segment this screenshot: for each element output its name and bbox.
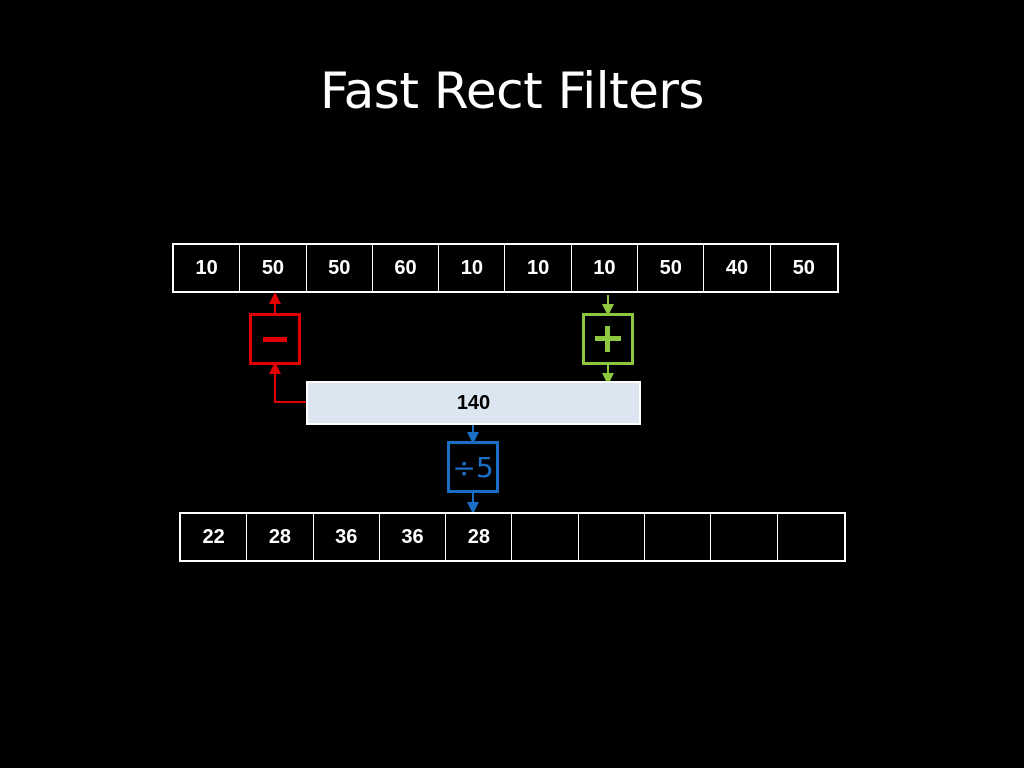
- output-cell: 36: [314, 514, 380, 560]
- output-cell: 22: [181, 514, 248, 560]
- plus-icon: [595, 326, 621, 352]
- input-array: 10 50 50 60 10 10 10 50 40 50: [172, 243, 839, 293]
- minus-icon: [263, 336, 287, 342]
- running-sum-bar: 140: [306, 381, 641, 425]
- input-cell: 40: [704, 245, 771, 291]
- divide-operator: ÷5: [447, 441, 499, 493]
- output-cell: [512, 514, 579, 560]
- output-cell: 28: [446, 514, 513, 560]
- output-cell: [579, 514, 646, 560]
- output-cell: [711, 514, 778, 560]
- input-cell: 50: [307, 245, 373, 291]
- output-array: 22 28 36 36 28: [179, 512, 846, 562]
- input-cell: 50: [638, 245, 705, 291]
- output-cell: 36: [380, 514, 447, 560]
- add-operator: [582, 313, 634, 365]
- subtract-operator: [249, 313, 301, 365]
- input-cell: 50: [792, 256, 815, 279]
- input-cell: 60: [373, 245, 440, 291]
- input-cell: 10: [505, 245, 572, 291]
- output-cell: 28: [247, 514, 314, 560]
- slide-title: Fast Rect Filters: [320, 62, 704, 120]
- input-cell: 10: [572, 245, 639, 291]
- output-cell: [645, 514, 712, 560]
- subtract-arrow-in: [269, 362, 306, 403]
- divide-label: ÷5: [452, 450, 494, 484]
- input-cell: 10: [439, 245, 506, 291]
- running-sum-value: 140: [456, 391, 491, 414]
- output-cell: [778, 514, 844, 560]
- input-cell: 10: [174, 245, 241, 291]
- input-cell: 50: [240, 245, 307, 291]
